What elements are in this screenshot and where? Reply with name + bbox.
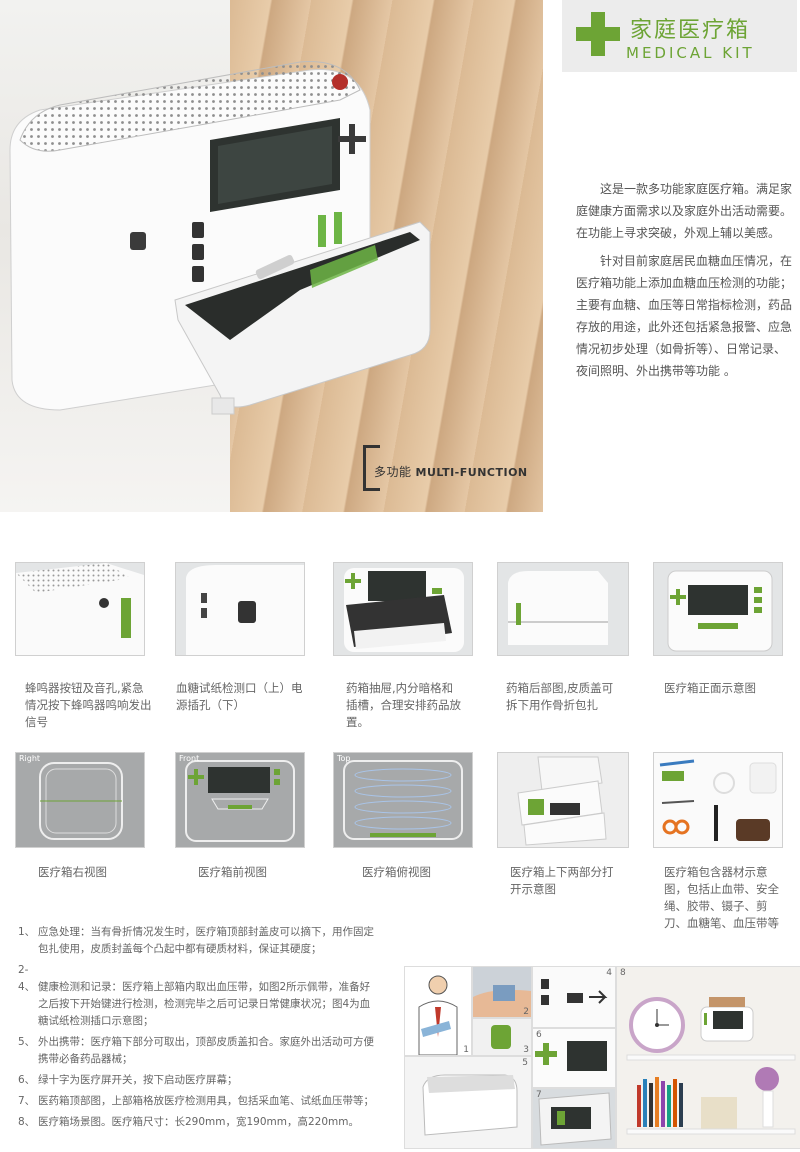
note-text: 绿十字为医疗屏开关，按下启动医疗屏幕； [38, 1074, 238, 1086]
caption-row2-3: 医疗箱俯视图 [362, 865, 431, 879]
note-item: 2-4、健康检测和记录：医疗箱上部箱内取出血压带，如图2所示佩带，准备好之后按下… [18, 962, 378, 1030]
caption-row1-5: 医疗箱正面示意图 [664, 681, 756, 695]
caption-row1-2: 血糖试纸检测口（上）电源插孔（下） [176, 681, 303, 712]
thumb-equipment [653, 752, 783, 848]
collage-panel-6: 6 [532, 1028, 616, 1088]
thumb-open-view [497, 752, 629, 848]
collage-panel-4: 4 [532, 966, 616, 1028]
thumb-front [653, 562, 783, 656]
note-item: 1、应急处理：当有骨折情况发生时，医疗箱顶部封盖皮可以摘下，用作固定包扎使用，皮… [18, 924, 378, 958]
title-en: MEDICAL KIT [626, 44, 755, 62]
green-cross-icon [576, 12, 620, 56]
collage-number-3: 3 [523, 1045, 529, 1055]
caption-row2-5: 医疗箱包含器材示意图，包括止血带、安全绳、胶带、镊子、剪刀、血糖笔、血压带等 [664, 865, 779, 930]
caption-row1-1: 蜂鸣器按钮及音孔,紧急情况按下蜂鸣器鸣响发出信号 [25, 681, 152, 729]
note-text: 健康检测和记录：医疗箱上部箱内取出血压带，如图2所示佩带，准备好之后按下开始键进… [38, 981, 371, 1027]
hero-caption-en: MULTI-FUNCTION [415, 466, 528, 479]
hero-image: 多功能 MULTI-FUNCTION [0, 0, 543, 512]
collage-number-5: 5 [522, 1058, 528, 1068]
collage-panel-2: 2 [472, 966, 532, 1018]
thumb-back [497, 562, 629, 656]
note-item: 8、医疗箱场景图。医疗箱尺寸：长290mm，宽190mm，高220mm。 [18, 1114, 378, 1131]
thumb-top-view: Top [333, 752, 473, 848]
notes-list: 1、应急处理：当有骨折情况发生时，医疗箱顶部封盖皮可以摘下，用作固定包扎使用，皮… [18, 924, 378, 1131]
note-text: 医药箱顶部图，上部箱格放医疗检测用具，包括采血笔、试纸血压带等； [38, 1095, 374, 1107]
collage-panel-3: 3 [472, 1018, 532, 1056]
note-number: 7、 [18, 1095, 36, 1107]
collage-panel-8: 8 [616, 966, 800, 1149]
intro-text: 这是一款多功能家庭医疗箱。满足家庭健康方面需求以及家庭外出活动需要。在功能上寻求… [576, 178, 794, 382]
note-item: 5、外出携带：医疗箱下部分可取出，顶部皮质盖扣合。家庭外出活动可方便携带必备药品… [18, 1034, 378, 1068]
note-number: 8、 [18, 1116, 36, 1128]
thumb-front-view: Front [175, 752, 305, 848]
note-item: 6、绿十字为医疗屏开关，按下启动医疗屏幕； [18, 1072, 378, 1089]
collage-number-4: 4 [606, 968, 612, 978]
intro-paragraph-2: 针对目前家庭居民血糖血压情况，在医疗箱功能上添加血糖血压检测的功能；主要有血糖、… [576, 254, 793, 378]
collage-number-8: 8 [620, 968, 626, 978]
hero-caption-cn: 多功能 [374, 465, 412, 479]
caption-bracket-icon [363, 445, 380, 491]
caption-row2-2: 医疗箱前视图 [198, 865, 267, 879]
thumb-test-port [175, 562, 305, 656]
note-number: 6、 [18, 1074, 36, 1086]
intro-paragraph-1: 这是一款多功能家庭医疗箱。满足家庭健康方面需求以及家庭外出活动需要。在功能上寻求… [576, 182, 793, 240]
caption-row1-4: 药箱后部图,皮质盖可拆下用作骨折包扎 [506, 681, 614, 712]
thumb-right-view: Right [15, 752, 145, 848]
thumb-drawer [333, 562, 473, 656]
collage-number-6: 6 [536, 1030, 542, 1040]
note-number: 1、 [18, 926, 36, 938]
caption-row1-3: 药箱抽屉,内分暗格和插槽，合理安排药品放置。 [346, 681, 461, 729]
collage-panel-1: 1 [404, 966, 472, 1056]
note-text: 医疗箱场景图。医疗箱尺寸：长290mm，宽190mm，高220mm。 [38, 1116, 359, 1128]
collage-panel-5: 5 [404, 1056, 532, 1149]
collage-panel-7: 7 [532, 1088, 616, 1149]
collage-number-7: 7 [536, 1090, 542, 1100]
collage-number-2: 2 [523, 1007, 529, 1017]
usage-collage: 1 2 3 4 6 5 7 [404, 966, 800, 1149]
view-label-top: Top [337, 754, 351, 763]
hero-caption: 多功能 MULTI-FUNCTION [374, 463, 528, 480]
collage-number-1: 1 [463, 1045, 469, 1055]
note-item: 7、医药箱顶部图，上部箱格放医疗检测用具，包括采血笔、试纸血压带等； [18, 1093, 378, 1110]
thumb-buzzer [15, 562, 145, 656]
note-number: 2-4、 [18, 964, 36, 993]
note-text: 外出携带：医疗箱下部分可取出，顶部皮质盖扣合。家庭外出活动可方便携带必备药品器械… [38, 1036, 374, 1065]
title-cn: 家庭医疗箱 [630, 18, 751, 43]
caption-row2-1: 医疗箱右视图 [38, 865, 107, 879]
title-badge: 家庭医疗箱 MEDICAL KIT [562, 0, 797, 72]
view-label-right: Right [19, 754, 41, 763]
view-label-front: Front [179, 754, 200, 763]
medical-kit-render [9, 61, 431, 415]
note-text: 应急处理：当有骨折情况发生时，医疗箱顶部封盖皮可以摘下，用作固定包扎使用，皮质封… [38, 926, 374, 955]
note-number: 5、 [18, 1036, 36, 1048]
caption-row2-4: 医疗箱上下两部分打开示意图 [510, 865, 614, 896]
